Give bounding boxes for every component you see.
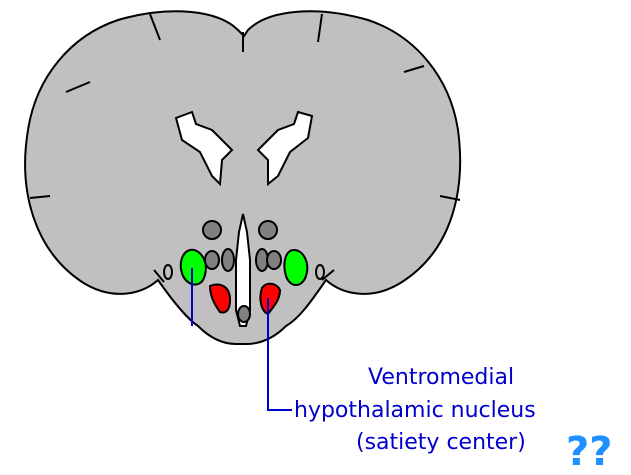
dark-nucleus [222,249,234,271]
dark-nucleus [203,221,221,239]
small-nucleus-oval [316,265,324,279]
dark-nucleus [205,251,219,269]
dark-nucleus [267,251,281,269]
small-nucleus-oval [164,265,172,279]
label-ventromedial: Ventromedial [368,365,514,390]
label-hypothalamic-nucleus: hypothalamic nucleus [294,398,536,423]
label-satiety-center: (satiety center) [356,430,526,455]
lateral-hypothalamus-left [181,250,206,285]
dark-nucleus [238,306,250,322]
dark-nucleus [259,221,277,239]
lateral-hypothalamus-right [284,250,307,285]
question-marks: ?? [566,429,612,471]
